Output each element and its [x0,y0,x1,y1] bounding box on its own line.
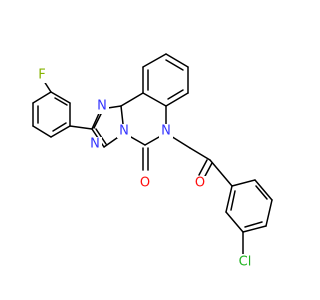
triazole-n2-label: N [90,137,100,152]
fluorophenyl-ring [32,91,71,138]
chlorophenyl-ring [225,179,273,233]
ch2-co-bond [189,147,211,161]
label-backings [35,69,255,270]
benzo-ring [142,53,189,107]
triazole-n1-label: N [97,99,107,114]
fluorine-label: F [38,68,45,83]
triazole-n3-label: N [119,124,129,139]
ketone-co-bond-2 [203,162,213,179]
molecule-drawing: F N N N N O O Cl [32,53,273,270]
lactam-nitrogen-label: N [161,124,171,139]
structure-canvas: F N N N N O O Cl [32,53,273,270]
aryl-triazole-bond [69,125,93,130]
co-aryl-bond [209,159,233,187]
lactam-oxygen-label: O [140,176,150,191]
ketone-oxygen-label: O [195,176,205,191]
chlorine-label: Cl [239,255,252,270]
ketone-co-bond [198,159,208,176]
